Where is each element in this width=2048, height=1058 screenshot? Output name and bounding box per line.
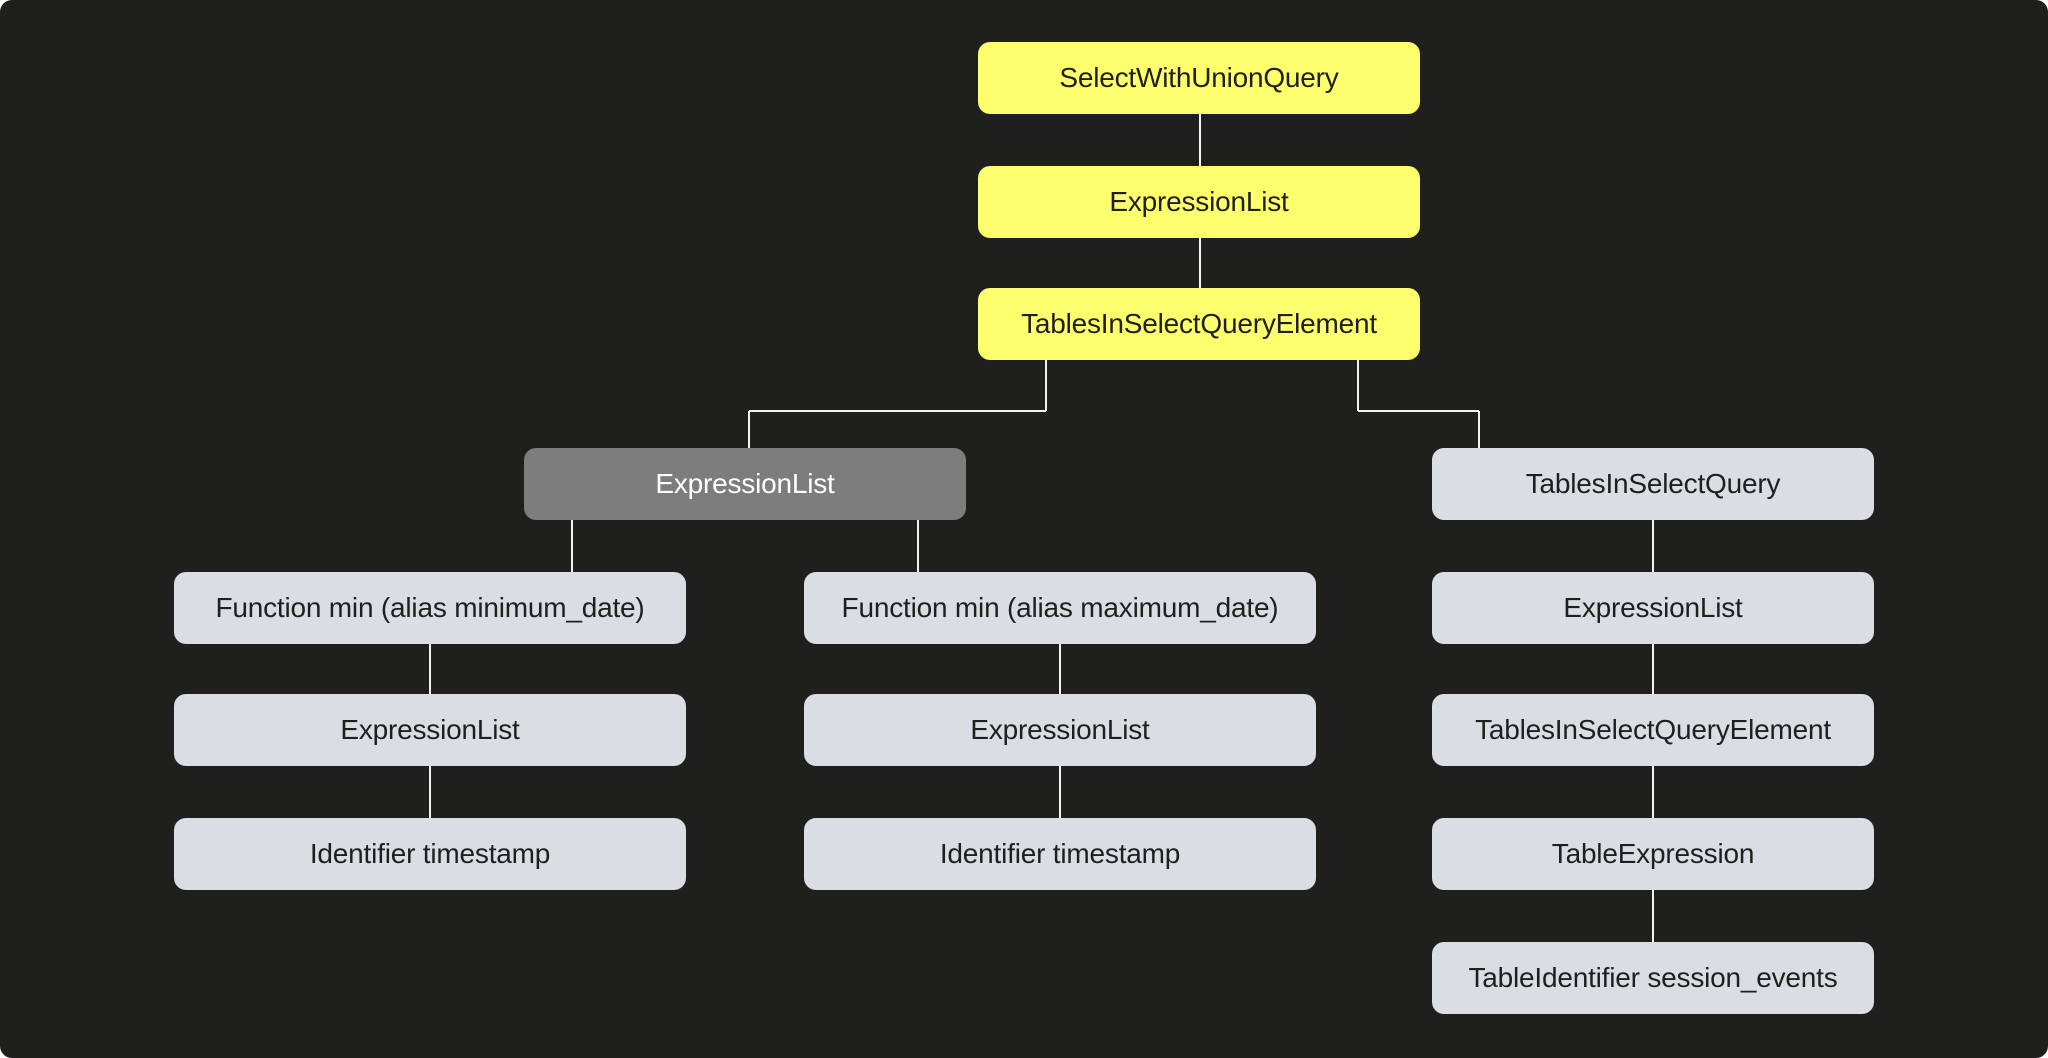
node-table-expression: TableExpression [1432, 818, 1874, 890]
node-select-with-union-query: SelectWithUnionQuery [978, 42, 1420, 114]
node-function-min-minimum-date: Function min (alias minimum_date) [174, 572, 686, 644]
node-root-expression-list: ExpressionList [978, 166, 1420, 238]
node-select-expression-list: ExpressionList [524, 448, 966, 520]
node-max-expression-list: ExpressionList [804, 694, 1316, 766]
node-min-expression-list: ExpressionList [174, 694, 686, 766]
node-tables-expression-list: ExpressionList [1432, 572, 1874, 644]
node-min-identifier-timestamp: Identifier timestamp [174, 818, 686, 890]
node-function-min-maximum-date: Function min (alias maximum_date) [804, 572, 1316, 644]
node-table-identifier-session-events: TableIdentifier session_events [1432, 942, 1874, 1014]
node-tables-inner-element: TablesInSelectQueryElement [1432, 694, 1874, 766]
node-tables-in-select-query: TablesInSelectQuery [1432, 448, 1874, 520]
node-max-identifier-timestamp: Identifier timestamp [804, 818, 1316, 890]
node-tables-in-select-query-element: TablesInSelectQueryElement [978, 288, 1420, 360]
